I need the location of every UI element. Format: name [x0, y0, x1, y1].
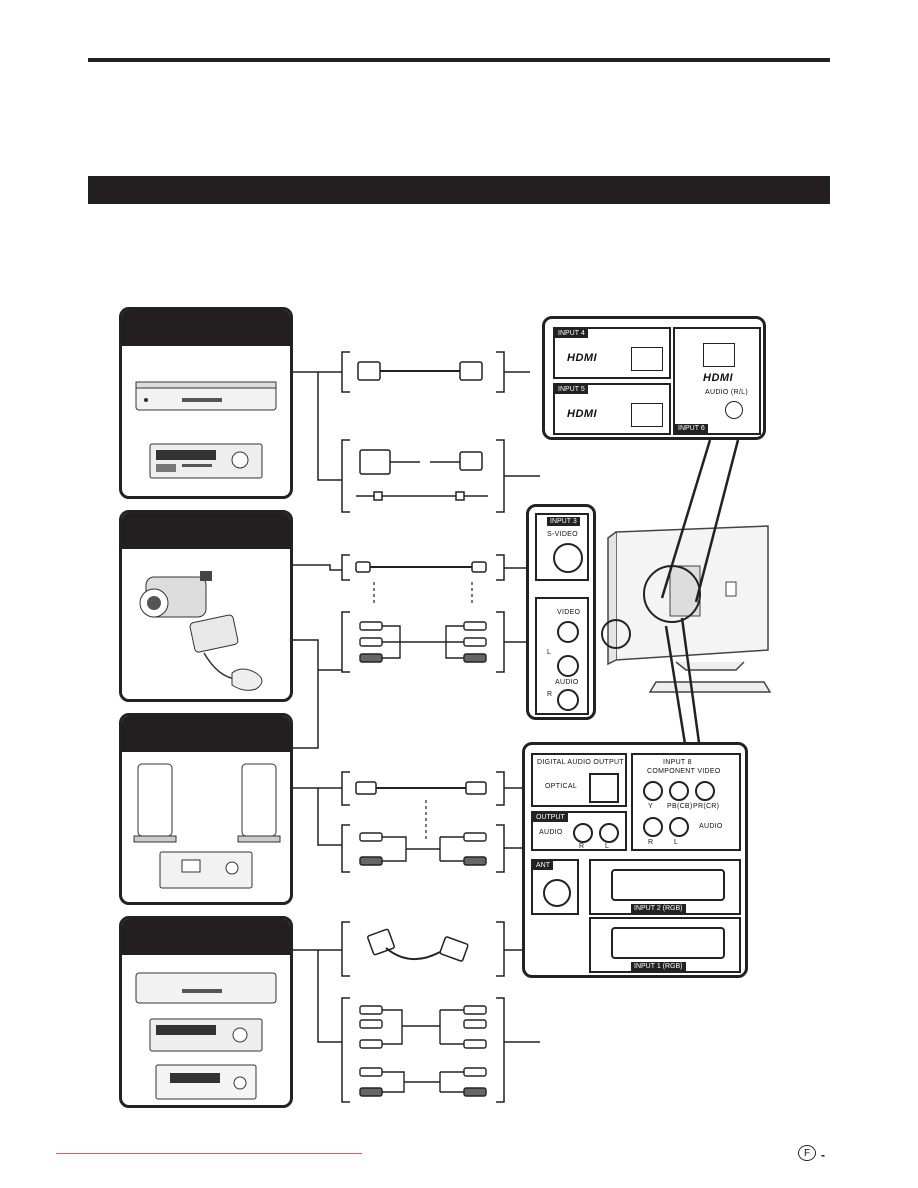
video-jack — [557, 621, 579, 643]
digital-audio-output-label: DIGITAL AUDIO OUTPUT — [537, 759, 624, 766]
ant-label: ANT — [533, 861, 553, 870]
audio-l-label: L — [547, 649, 552, 656]
input-3-label: INPUT 3 — [547, 517, 580, 526]
device-box-header — [122, 513, 290, 549]
hdmi-logo: HDMI — [567, 408, 598, 420]
output-l-label: L — [605, 843, 610, 850]
composite-group: VIDEO L AUDIO R — [535, 597, 589, 715]
audio-label: AUDIO — [555, 679, 579, 686]
input-1-rgb-group: INPUT 1 (RGB) — [589, 917, 741, 973]
pb-jack — [669, 781, 689, 801]
audio-in-r-label: R — [648, 839, 654, 846]
device-box-header — [122, 310, 290, 346]
cable-diagram — [293, 351, 540, 1103]
hdmi-port — [703, 343, 735, 367]
input-8-group: INPUT 8 COMPONENT VIDEO Y PB(CB) PR(CR) … — [631, 753, 741, 851]
device-box-header — [122, 716, 290, 752]
zoom-leader-lines — [660, 439, 740, 751]
antenna-group: ANT — [531, 859, 579, 915]
device-box-audio — [119, 713, 293, 905]
rear-connection-panel: DIGITAL AUDIO OUTPUT OPTICAL OUTPUT AUDI… — [522, 742, 748, 978]
input-1-rgb-label: INPUT 1 (RGB) — [631, 962, 686, 971]
output-r-jack — [573, 823, 593, 843]
input-3-panel: INPUT 3 S-VIDEO VIDEO L AUDIO R — [526, 504, 596, 720]
audio-r-jack — [557, 689, 579, 711]
component-video-label: COMPONENT VIDEO — [647, 768, 721, 775]
audio-r-label: R — [547, 691, 553, 698]
page-language-badge: F — [798, 1145, 816, 1161]
audio-in-l-jack — [669, 817, 689, 837]
page-number: - — [821, 1148, 825, 1162]
output-l-jack — [599, 823, 619, 843]
output-r-label: R — [579, 843, 585, 850]
input-2-rgb-group: INPUT 2 (RGB) — [589, 859, 741, 915]
svideo-group: INPUT 3 S-VIDEO — [535, 513, 589, 581]
hdmi-logo: HDMI — [703, 372, 734, 384]
scart-port-1 — [611, 927, 725, 959]
hdmi-input-panel: INPUT 4 HDMI INPUT 5 HDMI HDMI AUDIO (R/… — [542, 316, 766, 440]
device-box-header — [122, 919, 290, 955]
camcorder-console-illustration — [139, 571, 263, 691]
hdmi-port — [631, 347, 663, 371]
pr-jack — [695, 781, 715, 801]
speakers-amplifier-illustration — [133, 763, 281, 889]
dvd-vcr-illustration — [135, 972, 277, 1100]
device-box-scart-sources — [119, 916, 293, 1108]
y-label: Y — [648, 803, 653, 810]
audio-in-r-jack — [643, 817, 663, 837]
hdmi-port — [631, 403, 663, 427]
audio-in-l-label: L — [674, 839, 679, 846]
footer-rule — [56, 1153, 362, 1154]
optical-label: OPTICAL — [545, 783, 578, 790]
output-label: OUTPUT — [533, 813, 568, 822]
input-4-hdmi-group: INPUT 4 HDMI — [553, 327, 671, 379]
device-box-camcorder-console — [119, 510, 293, 702]
pr-cr-label: PR(CR) — [693, 803, 720, 810]
section-heading-bar — [88, 176, 830, 204]
svideo-label: S-VIDEO — [547, 531, 578, 538]
audio-l-jack — [557, 655, 579, 677]
tv-rear-illustration — [601, 525, 772, 693]
digital-audio-output-group: DIGITAL AUDIO OUTPUT OPTICAL — [531, 753, 627, 807]
dvd-recorder-illustration — [135, 381, 277, 479]
y-jack — [643, 781, 663, 801]
input-5-hdmi-group: INPUT 5 HDMI — [553, 383, 671, 435]
audio-output-group: OUTPUT AUDIO R L — [531, 811, 627, 851]
antenna-jack — [543, 879, 571, 907]
top-rule — [88, 58, 830, 62]
input-6-label: INPUT 6 — [675, 424, 708, 433]
svideo-jack — [553, 543, 583, 573]
input-8-label: INPUT 8 — [663, 759, 692, 766]
optical-port — [589, 773, 619, 803]
audio-jack — [725, 401, 743, 419]
audio-in-label: AUDIO — [699, 823, 723, 830]
device-box-hdmi-sources — [119, 307, 293, 499]
hdmi-logo: HDMI — [567, 352, 598, 364]
input-5-label: INPUT 5 — [555, 385, 588, 394]
input-6-hdmi-group: HDMI AUDIO (R/L) INPUT 6 — [673, 327, 761, 435]
scart-port-2 — [611, 869, 725, 901]
pb-cb-label: PB(CB) — [667, 803, 693, 810]
audio-rl-label: AUDIO (R/L) — [705, 389, 748, 396]
video-label: VIDEO — [557, 609, 581, 616]
input-2-rgb-label: INPUT 2 (RGB) — [631, 904, 686, 913]
audio-output-label: AUDIO — [539, 829, 563, 836]
input-4-label: INPUT 4 — [555, 329, 588, 338]
